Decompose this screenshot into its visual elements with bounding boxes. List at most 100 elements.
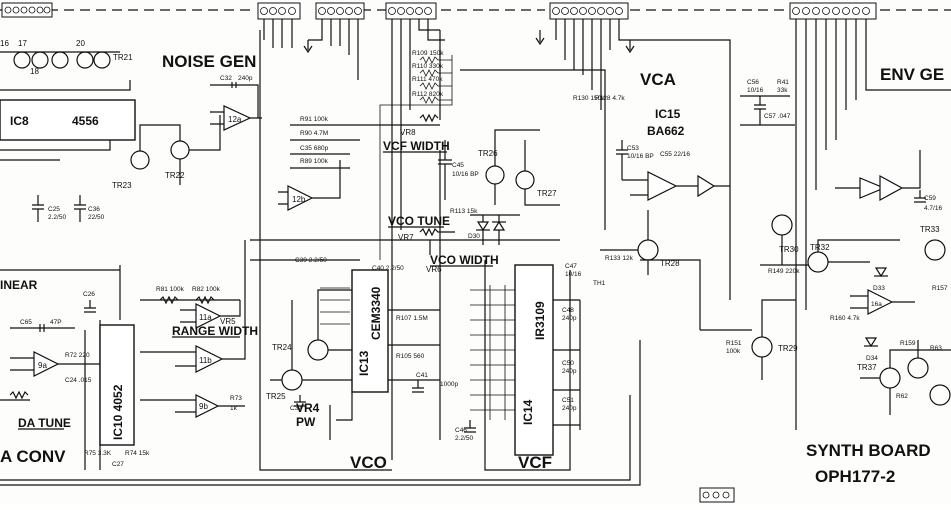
section-noise-gen: NOISE GEN (162, 52, 256, 71)
r110-label: R110 330k (412, 63, 444, 70)
c65-label: C65 (20, 319, 32, 326)
c53-label: C53 (627, 145, 639, 152)
r105-label: R105 560 (396, 353, 425, 360)
tr37-label: TR37 (857, 363, 877, 372)
section-da-conv: A CONV (0, 447, 66, 466)
c65-value: 47P (50, 319, 62, 326)
label-16: 16 (0, 39, 9, 48)
r81-label: R81 100k (156, 286, 185, 293)
r73-value: 1k (230, 405, 238, 412)
ic15-opamp (647, 171, 678, 201)
r91-label: R91 100k (300, 116, 329, 123)
section-vcf: VCF (518, 453, 552, 472)
ic13-box (351, 269, 389, 393)
r157-label: R157 (932, 285, 948, 292)
opamp-9a (33, 351, 60, 377)
label-20: 20 (76, 39, 85, 48)
ic14-box (514, 264, 554, 456)
r73-label: R73 (230, 395, 242, 402)
vr7-label: VR7 (398, 233, 414, 242)
tr23-label: TR23 (112, 181, 132, 190)
c47-label: C47 (565, 263, 577, 270)
opamp-11a (195, 303, 222, 329)
connector-top-4 (549, 2, 629, 20)
r75-label: R75 3.3K (84, 450, 112, 457)
section-vco: VCO (350, 453, 387, 472)
r130-label: R130 150k (573, 95, 605, 102)
connector-bottom (699, 487, 735, 503)
r113-label: R113 15k (450, 208, 478, 215)
synth-board-title: SYNTH BOARD (806, 441, 931, 460)
opamp-11b-label: 11b (199, 356, 212, 365)
pw-label: PW (296, 415, 316, 429)
c48-label: C48 (562, 307, 574, 314)
vca-section: VCA IC15 BA662 R130 150k R128 4.7k TR26 … (478, 70, 730, 287)
vr8-label: VR8 (400, 128, 416, 137)
vr6-label: VR6 (426, 265, 442, 274)
ic13-label: IC13 (357, 350, 371, 376)
ic14-label: IC14 (521, 399, 535, 425)
c56-label: C56 (747, 79, 759, 86)
r107-label: R107 1.5M (396, 315, 428, 322)
tr22-label: TR22 (165, 171, 185, 180)
r72-label: R72 220 (65, 352, 90, 359)
c55-label: C55 22/16 (660, 151, 690, 158)
tr28-label: TR28 (660, 259, 680, 268)
r90-label: R90 4.7M (300, 130, 328, 137)
opamp-16a-label: 16a (871, 301, 882, 308)
tr32-label: TR32 (810, 243, 830, 252)
opamp-12b-label: 12b (292, 195, 306, 204)
connector-top-2 (315, 2, 365, 20)
c56-value: 10/16 (747, 87, 764, 94)
c27-label: C27 (112, 461, 124, 468)
connector-top-1 (257, 2, 301, 20)
d33-label: D33 (873, 285, 885, 292)
vr5-label: VR5 (220, 317, 236, 326)
c32-label: C32 (220, 75, 232, 82)
label-17: 17 (18, 39, 27, 48)
c53-value: 10/16 BP (627, 153, 654, 160)
tr30-label: TR30 (779, 245, 799, 254)
da-tune-label: DA TUNE (18, 416, 71, 430)
r128-label: R128 4.7k (595, 95, 625, 102)
vco-tune-label: VCO TUNE (388, 214, 450, 228)
opamp-9a-label: 9a (38, 361, 47, 370)
opamp-12b (287, 185, 314, 211)
vco-section: C39 2.2/50 C40 2.2/50 IC13 CEM3340 TR24 … (266, 257, 458, 472)
c47-value: 10/16 (565, 271, 582, 278)
c45-value: 10/16 BP (452, 171, 479, 178)
c36-label: C36 (88, 206, 100, 213)
r74-label: R74 15k (125, 450, 150, 457)
ic8-label: IC8 (10, 114, 29, 128)
tr25-label: TR25 (266, 392, 286, 401)
c48-value: 240p (562, 315, 577, 322)
c25-label: C25 (48, 206, 60, 213)
tr27-label: TR27 (537, 189, 557, 198)
r149-label: R149 220k (768, 268, 800, 275)
env-buffer (879, 174, 904, 202)
d30-diodes: D30 (468, 214, 520, 245)
r112-label: R112 820k (412, 91, 444, 98)
opamp-12a (223, 105, 252, 131)
c37-label: C37 (290, 405, 302, 412)
r89-label: R89 100k (300, 158, 329, 165)
connector-left (1, 2, 53, 18)
signal-arrows (303, 30, 635, 54)
ic8-box (0, 99, 136, 141)
c51-label: C51 (562, 397, 574, 404)
tr26-label: TR26 (478, 149, 498, 158)
opamp-9b-label: 9b (199, 402, 208, 411)
th1-label: TH1 (593, 280, 606, 287)
c35-label: C35 680p (300, 145, 329, 152)
frame-wires (0, 30, 701, 486)
ic10-label: IC10 4052 (111, 384, 125, 440)
tr21-label: TR21 (113, 53, 133, 62)
opamp-9b (195, 394, 220, 418)
tr33-label: TR33 (920, 225, 940, 234)
vcf-section: IC14 IR3109 C47 10/16 C48 240p C50 240p … (455, 263, 582, 472)
c41-label: C41 (416, 372, 428, 379)
c39-label: C39 2.2/50 (295, 257, 327, 264)
range-width-label: RANGE WIDTH (172, 324, 258, 338)
opamp-11b (195, 345, 224, 373)
